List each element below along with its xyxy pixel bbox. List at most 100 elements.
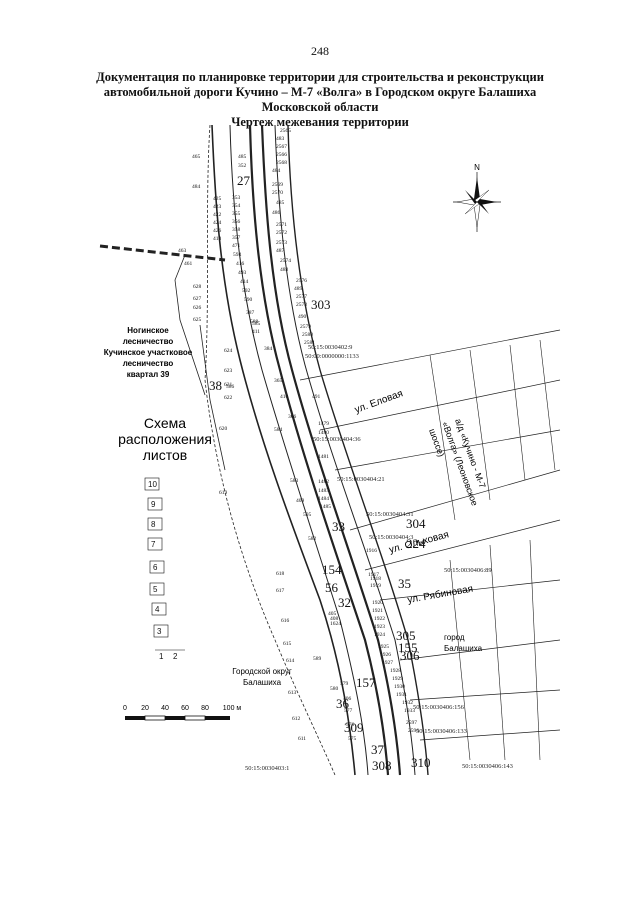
point-label: 418 (213, 236, 222, 242)
point-label: 1483 (318, 488, 329, 494)
point-label: 628 (193, 284, 202, 290)
sheet-box (149, 582, 165, 596)
cadastral-number: 50:15:0030404:36 (313, 436, 361, 443)
point-label: 1927 (382, 660, 393, 666)
point-label: 410 (280, 394, 289, 400)
point-label: 2566 (276, 152, 287, 158)
forestry-line-4: лесничество (123, 359, 174, 368)
point-label: 592 (242, 288, 251, 294)
point-label: 354 (232, 203, 241, 209)
point-label: 1923 (374, 624, 385, 630)
point-label: 2574 (280, 258, 291, 264)
cadastral-number: 50:15:0030404:3 (369, 534, 413, 541)
point-label: 2579 (300, 324, 311, 330)
point-label: 471 (232, 243, 241, 249)
point-label: 621 (224, 382, 233, 388)
point-label: 625 (193, 317, 202, 323)
sheet-number: 8 (151, 520, 156, 529)
point-label: 613 (288, 690, 297, 696)
scale-tick: 0 (123, 705, 127, 712)
scale-tick: 40 (161, 705, 169, 712)
scale-tick: 20 (141, 705, 149, 712)
point-label: 584 (274, 427, 283, 433)
point-label: 352 (238, 163, 247, 169)
forestry-line-5: квартал 39 (127, 370, 170, 379)
point-label: 355 (232, 211, 241, 217)
scheme-line-1: Схема (144, 415, 186, 431)
parcel-number: 305 (396, 628, 416, 643)
point-label: 484 (272, 168, 281, 174)
point-label: 2568 (276, 160, 287, 166)
point-label: 626 (193, 305, 202, 311)
north-label: N (474, 163, 480, 172)
point-label: 611 (298, 736, 306, 742)
point-label: 1922 (374, 616, 385, 622)
point-label: 577 (344, 708, 353, 714)
point-label: 616 (281, 618, 290, 624)
point-label: 1931 (396, 692, 407, 698)
title-line-3: Московской области (261, 100, 379, 114)
point-label: 617 (276, 588, 285, 594)
point-label: 414 (240, 279, 249, 285)
parcel-number: 157 (356, 675, 376, 690)
point-label: 2597 (406, 720, 417, 726)
point-label: 615 (283, 641, 292, 647)
point-label: 2573 (276, 240, 287, 246)
point-label: 586 (226, 384, 235, 390)
point-label: 2567 (276, 144, 287, 150)
point-label: 483 (276, 136, 285, 142)
scale-tick: 100 м (223, 705, 242, 712)
scheme-line-3: листов (143, 447, 187, 463)
parcel-number: 308 (372, 758, 392, 773)
point-label: 1933 (404, 708, 415, 714)
point-label: 358 (232, 227, 241, 233)
point-label: 622 (224, 395, 233, 401)
point-label: 2570 (272, 190, 283, 196)
point-label: 463 (178, 248, 187, 254)
point-label: 2576 (296, 278, 307, 284)
point-label: 619 (219, 490, 228, 496)
point-label: 493 (238, 270, 247, 276)
cadastral-number: 50:15:0030406:133 (416, 728, 467, 735)
point-label: 580 (330, 686, 339, 692)
point-label: 384 (264, 346, 273, 352)
cadastral-number: 50:15:0030402:9 (308, 344, 352, 351)
point-label: 424 (213, 220, 222, 226)
map-linework (99, 124, 561, 776)
sheet-box (153, 624, 169, 638)
cadastral-number: 50:00:0000000:1133 (305, 353, 359, 360)
point-label: 485 (276, 200, 285, 206)
page-number: 248 (311, 44, 329, 58)
point-label: 2596 (408, 728, 419, 734)
district-line-2: Балашиха (243, 678, 282, 687)
point-label: 1932 (402, 700, 413, 706)
point-label: 1482 (318, 479, 329, 485)
point-label: 356 (232, 219, 241, 225)
sheet-box (147, 497, 163, 511)
point-label: 1481 (318, 454, 329, 460)
parcel-number: 309 (344, 720, 364, 735)
point-label: 411 (252, 329, 260, 335)
district-line-1: Городской округ (232, 667, 292, 676)
parcel-number: 310 (411, 755, 431, 770)
parcel-number: 35 (398, 576, 411, 591)
point-label: 1917 (368, 572, 379, 578)
point-label: 1919 (370, 583, 381, 589)
city-line-1: город (444, 633, 465, 642)
point-label: 2581 (304, 340, 315, 346)
point-label: 365 (274, 378, 283, 384)
point-label: 1484 (318, 496, 329, 502)
point-label: 1930 (394, 684, 405, 690)
point-label: 585 (252, 321, 261, 327)
points-left: 4654844254234224244264184634616286276266… (178, 154, 306, 742)
parcel-number: 303 (311, 297, 331, 312)
point-label: 1924 (374, 632, 385, 638)
street-ryabinovaya: ул. Рябиновая (406, 583, 474, 606)
cadastral-number: 50:15:0030403:1 (245, 765, 289, 772)
point-label: 409 (296, 498, 305, 504)
city-label: город Балашиха (444, 633, 483, 653)
forestry-line-1: Ногинское (127, 326, 169, 335)
